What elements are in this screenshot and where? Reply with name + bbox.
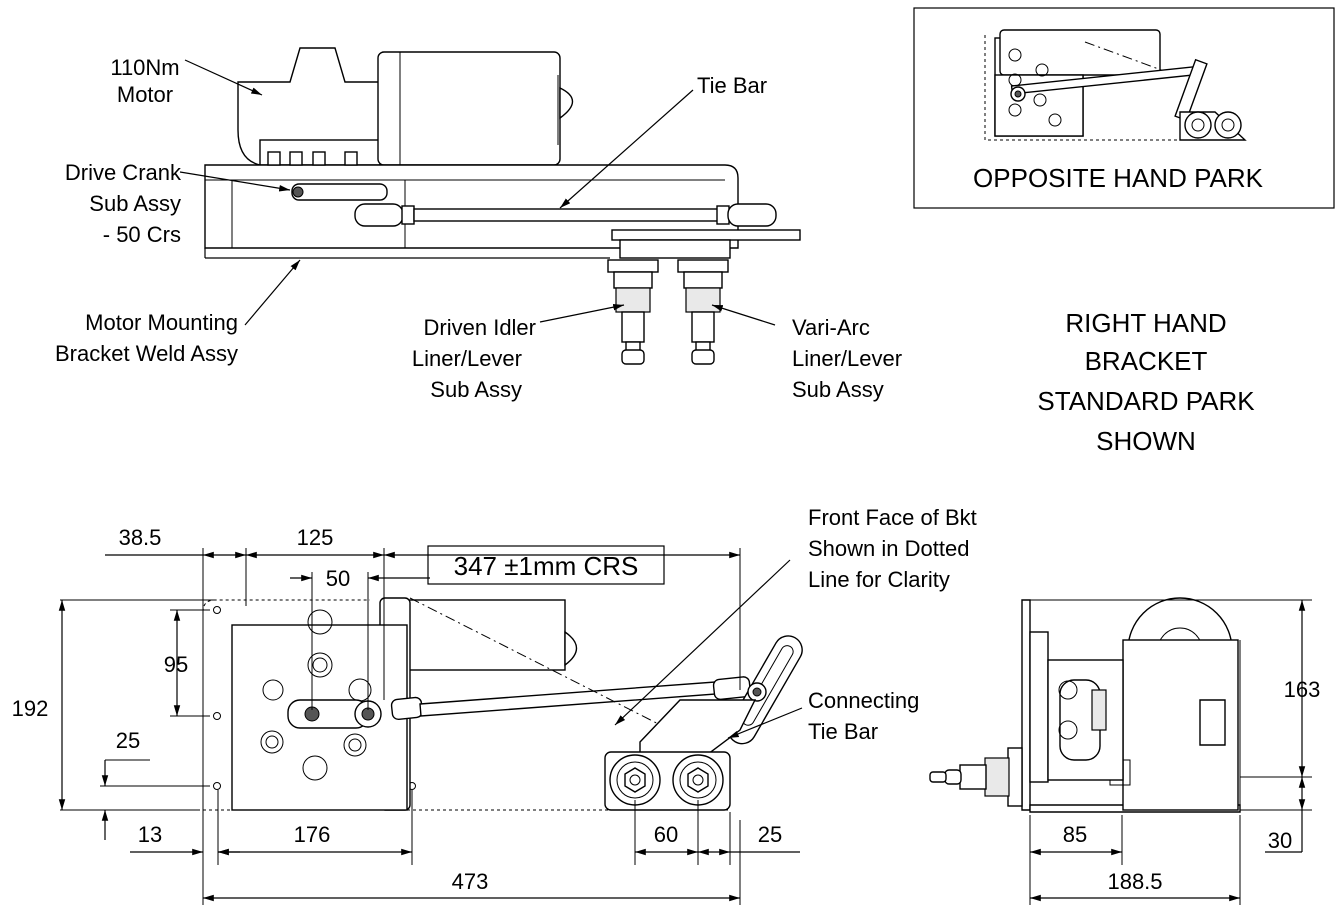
dim-60: 60 <box>654 822 678 847</box>
driven-idler-label-line-3: Sub Assy <box>430 377 522 402</box>
front-view <box>202 597 803 811</box>
dim-50: 50 <box>326 566 350 591</box>
centres-callout: 347 ±1mm CRS <box>454 551 639 581</box>
drive-crank-label-line-3: - 50 Crs <box>103 222 181 247</box>
dim-85: 85 <box>1063 822 1087 847</box>
driven-idler-label-line-1: Driven Idler <box>424 315 536 340</box>
connecting-tie-bar-label-line-2: Tie Bar <box>808 719 878 744</box>
vari-arc-spindle <box>677 259 729 365</box>
motor-mounting-label-line-2: Bracket Weld Assy <box>55 341 238 366</box>
dim-95: 95 <box>164 652 188 677</box>
side-view-dimensions: 163 30 85 188.5 <box>1029 599 1321 905</box>
dim-473: 473 <box>452 869 489 894</box>
right-hand-note-line-1: RIGHT HAND <box>1065 308 1226 338</box>
driven-idler-spindle <box>607 259 659 365</box>
dim-125: 125 <box>297 525 334 550</box>
drive-crank-label-line-1: Drive Crank <box>65 160 182 185</box>
dim-38-5: 38.5 <box>119 525 162 550</box>
dim-13: 13 <box>138 822 162 847</box>
side-view <box>929 597 1241 813</box>
motor-label-line-1: 110Nm <box>110 55 179 80</box>
dim-25-left: 25 <box>116 728 140 753</box>
right-hand-note-line-4: SHOWN <box>1096 426 1196 456</box>
top-elevation-view <box>204 47 801 365</box>
dim-188-5: 188.5 <box>1107 869 1162 894</box>
drive-crank-label-line-2: Sub Assy <box>89 191 181 216</box>
dim-30: 30 <box>1268 828 1292 853</box>
dim-163: 163 <box>1284 677 1321 702</box>
connecting-tie-bar-label-line-1: Connecting <box>808 688 919 713</box>
driven-idler-label-line-2: Liner/Lever <box>412 346 522 371</box>
motor-label-line-2: Motor <box>117 82 173 107</box>
front-face-label-line-2: Shown in Dotted <box>808 536 969 561</box>
right-hand-note-line-3: STANDARD PARK <box>1037 386 1255 416</box>
front-face-label-line-1: Front Face of Bkt <box>808 505 977 530</box>
dim-25-bottom: 25 <box>758 822 782 847</box>
tie-bar-label: Tie Bar <box>697 73 767 98</box>
opposite-hand-title: OPPOSITE HAND PARK <box>973 163 1264 193</box>
opposite-hand-inset: OPPOSITE HAND PARK <box>913 7 1335 209</box>
dim-192: 192 <box>12 696 49 721</box>
front-face-label-line-3: Line for Clarity <box>808 567 950 592</box>
vari-arc-label-line-3: Sub Assy <box>792 377 884 402</box>
front-view-dimensions: 38.5 125 50 95 192 25 13 176 60 25 473 3… <box>12 525 800 905</box>
vari-arc-label-line-1: Vari-Arc <box>792 315 870 340</box>
dim-176: 176 <box>294 822 331 847</box>
vari-arc-label-line-2: Liner/Lever <box>792 346 902 371</box>
right-hand-note-line-2: BRACKET <box>1085 346 1208 376</box>
motor-mounting-label-line-1: Motor Mounting <box>85 310 238 335</box>
